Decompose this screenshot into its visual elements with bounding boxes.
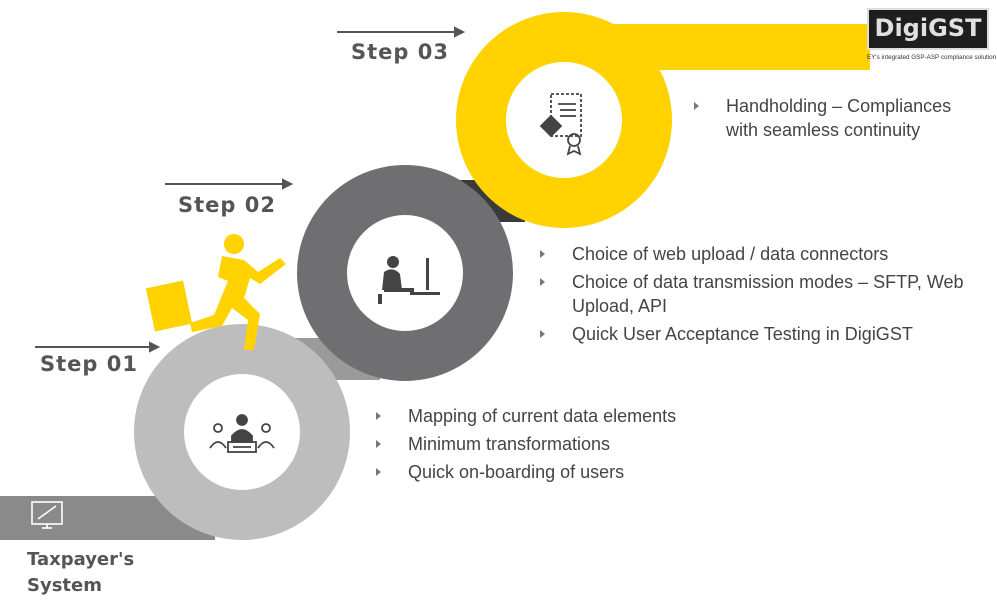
list-item: Quick on-boarding of users [372,460,752,484]
list-item: Choice of data transmission modes – SFTP… [536,270,966,318]
list-item: Choice of web upload / data connectors [536,242,966,266]
step02-label: Step 02 [178,193,276,217]
step03-label: Step 03 [351,40,449,64]
step01-bullets: Mapping of current data elements Minimum… [372,404,752,484]
list-item: Mapping of current data elements [372,404,752,428]
list-item: Quick User Acceptance Testing in DigiGST [536,322,966,346]
step03-bullets: Handholding – Compliances with seamless … [690,94,970,142]
certificate-icon [539,93,582,156]
step02-bullets: Choice of web upload / data connectors C… [536,242,966,346]
logo-name: DigiGST [874,14,982,42]
list-item: Handholding – Compliances with seamless … [690,94,970,142]
logo-tagline: EY's integrated GSP-ASP compliance solut… [867,54,997,61]
step01-arrow [35,341,161,353]
running-person-icon [145,234,286,350]
step03-arrow [337,26,466,38]
monitor-icon [31,501,63,529]
taxpayer-system-label: Taxpayer's System [27,549,135,596]
list-item: Minimum transformations [372,432,752,456]
step01-label: Step 01 [40,352,138,376]
meeting-icon [209,414,275,453]
logo-box: DigiGST [867,8,989,50]
step02-arrow [165,178,294,190]
digigst-logo: DigiGST EY's integrated GSP-ASP complian… [867,8,996,72]
computer-user-icon [378,256,440,304]
